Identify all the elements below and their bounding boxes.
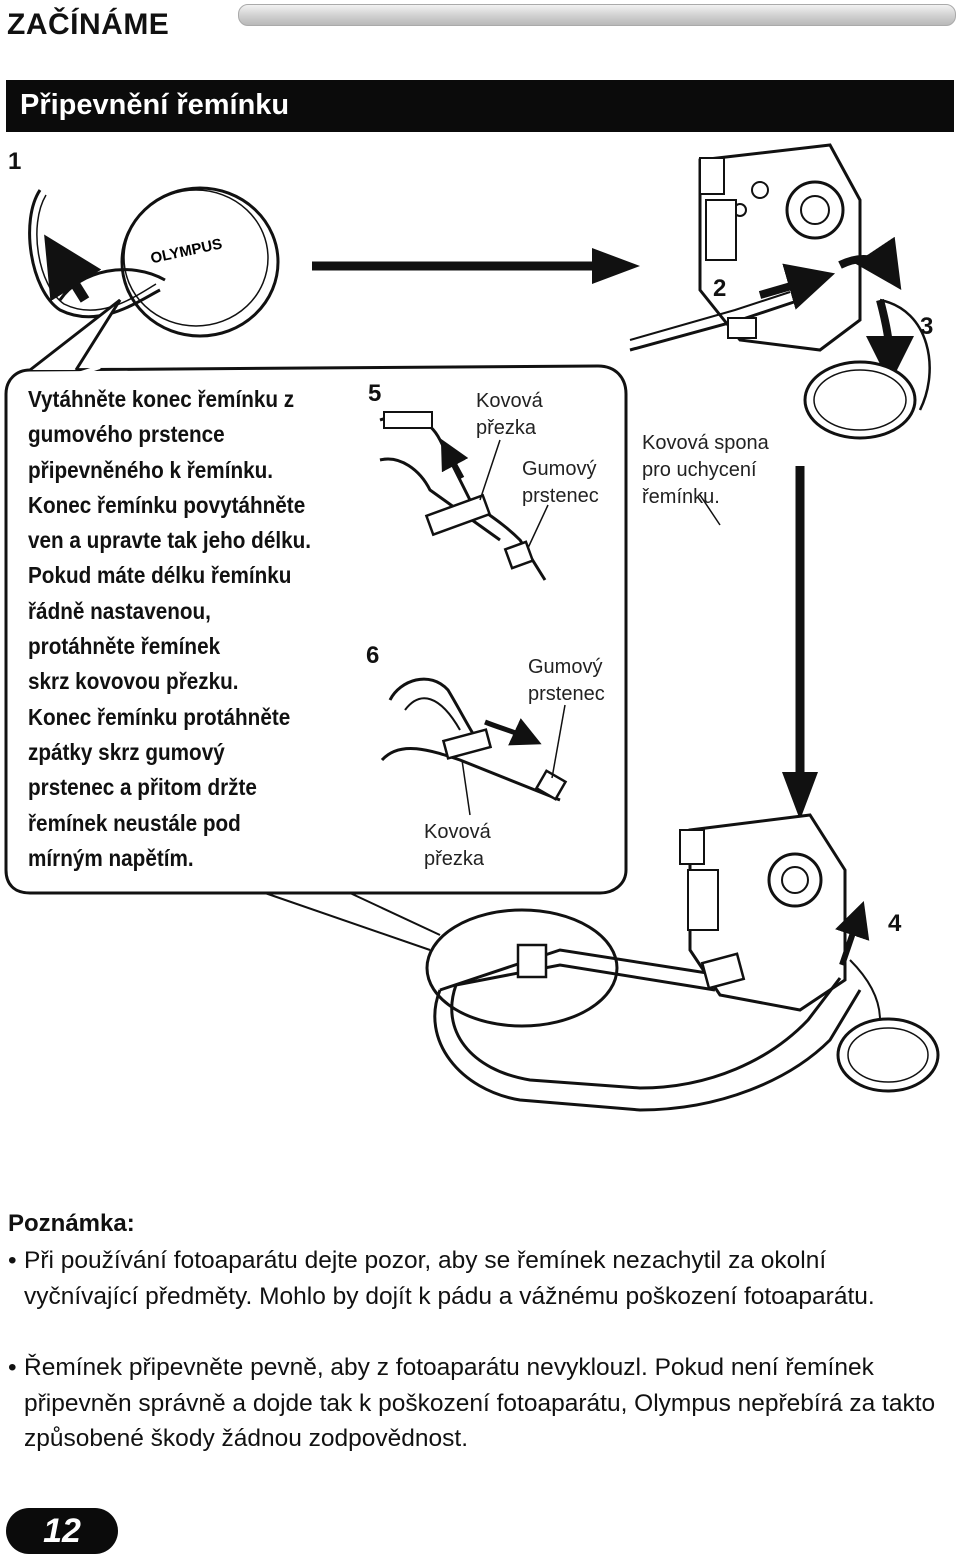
note-item: • Při používání fotoaparátu dejte pozor,… [8, 1243, 938, 1314]
instruction-line: Vytáhněte konec řemínku z [28, 386, 295, 412]
label-metal-clip: Kovová spona pro uchycení řemínku. [642, 432, 769, 508]
bullet-icon: • [8, 1247, 17, 1274]
section-banner: Připevnění řemínku [6, 80, 954, 132]
section-title: Připevnění řemínku [20, 89, 290, 121]
instruction-callout-box [4, 364, 628, 895]
step-number-1: 1 [8, 148, 22, 175]
instruction-line: řemínek neustále pod [28, 809, 241, 836]
step-number-3: 3 [920, 313, 934, 340]
note-item-text: Při používání fotoaparátu dejte pozor, a… [24, 1247, 875, 1310]
step5-buckle-illustration [379, 411, 549, 581]
arrow-down-icon [782, 466, 818, 820]
instruction-line: mírným napětím. [28, 844, 194, 871]
instruction-text-block: Vytáhněte konec řemínku z gumového prste… [28, 382, 316, 876]
label-rubber-ring-mid: Gumový prstenec [528, 656, 605, 705]
camera-top-illustration [629, 143, 931, 440]
label-metal-buckle-bottom: Kovová přezka [424, 821, 491, 870]
bullet-icon: • [8, 1354, 17, 1381]
note-title: Poznámka: [8, 1210, 135, 1237]
step-number-6: 6 [366, 642, 380, 669]
arrow-right-icon [312, 248, 640, 284]
instruction-line: Konec řemínku protáhněte [28, 703, 291, 730]
header-decoration-bar [238, 4, 956, 26]
instruction-line: připevněného k řemínku. [28, 456, 274, 483]
step-number-2: 2 [713, 275, 727, 302]
instruction-line: řádně nastavenou, [28, 597, 211, 624]
instruction-line: skrz kovovou přezku. [28, 668, 239, 695]
step6-buckle-illustration [380, 677, 568, 816]
chapter-title: ZAČÍNÁME [7, 8, 170, 41]
instruction-line: Konec řemínku povytáhněte [28, 491, 306, 518]
label-metal-buckle-top: Kovová přezka [476, 390, 543, 439]
instruction-line: zpátky skrz gumový [28, 738, 225, 765]
instruction-line: Pokud máte délku řemínku [28, 562, 292, 589]
instruction-line: ven a upravte tak jeho délku. [28, 527, 312, 554]
note-item: • Řemínek připevněte pevně, aby z fotoap… [8, 1350, 938, 1457]
step-number-5: 5 [368, 380, 382, 407]
note-item-text: Řemínek připevněte pevně, aby z fotoapar… [24, 1354, 936, 1452]
strap-loop-illustration [264, 892, 862, 1112]
camera-bottom-illustration [679, 813, 940, 1093]
instruction-line: protáhněte řemínek [28, 633, 221, 660]
instruction-line: prstenec a přitom držte [28, 774, 257, 801]
page-number-badge: 12 [6, 1508, 118, 1554]
lens-cap-illustration: OLYMPUS [28, 186, 280, 338]
step-number-4: 4 [888, 910, 902, 937]
page-number: 12 [43, 1512, 81, 1550]
label-rubber-ring-top: Gumový prstenec [522, 458, 599, 507]
instruction-line: gumového prstence [28, 421, 225, 448]
